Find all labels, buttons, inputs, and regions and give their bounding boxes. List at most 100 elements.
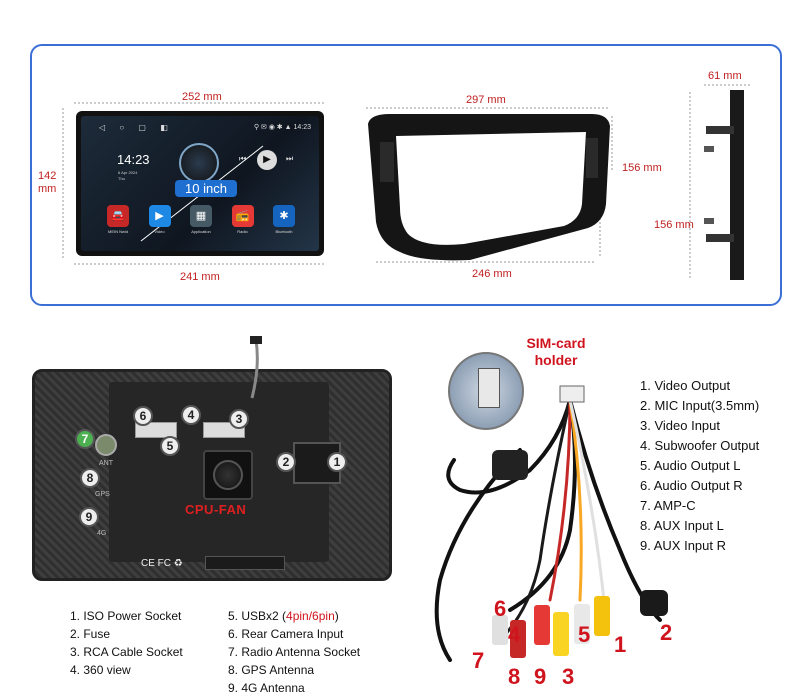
harness-legend-item-5: 5. Audio Output L — [640, 458, 741, 473]
side-depth-label: 61 mm — [708, 70, 742, 82]
rca-plug-yellow-1 — [553, 612, 569, 656]
frame-height-label: 156 mm — [622, 162, 662, 174]
app-label: Radio — [237, 229, 248, 234]
marker-2: 2 — [276, 452, 296, 472]
sim-card-holder-photo — [448, 352, 524, 430]
marker-8: 8 — [80, 468, 100, 488]
plug-number-7: 7 — [472, 648, 485, 673]
side-height-label: 156 mm — [654, 219, 694, 231]
sim-card-icon — [478, 368, 500, 408]
back-panel-legend-item-b-2: 7. Radio Antenna Socket — [228, 645, 361, 659]
plug-number-2: 2 — [660, 620, 673, 645]
rca-plug-red-1 — [510, 620, 526, 658]
app-tile[interactable]: 📻 Radio — [226, 205, 260, 241]
app-tile[interactable]: ✱ Bluetooth — [267, 205, 301, 241]
rca-plug-red-2 — [534, 605, 550, 645]
fan-icon — [213, 460, 243, 490]
cpu-fan — [203, 450, 253, 500]
harness-legend-item-1: 1. Video Output — [640, 378, 731, 393]
next-icon[interactable]: ⏭ — [286, 154, 294, 163]
sim-label-line2: holder — [534, 352, 578, 368]
app-tile[interactable]: 🚘 MEIN Nwld — [101, 205, 135, 241]
screen-display: ◁ ○ ▢ ◧ ⚲ ✉ ◉ ✱ ▲ 14:23 14:23 6 Apr 2024… — [81, 116, 319, 251]
plug-number-1: 1 — [614, 632, 627, 657]
marker-4: 4 — [181, 405, 201, 425]
frame-width-bottom-label: 246 mm — [472, 268, 512, 280]
back-panel-legend-item-b-3: 8. GPS Antenna — [228, 663, 315, 677]
g4-label: 4G — [97, 530, 107, 537]
harness-legend-item-7: 7. AMP-C — [640, 498, 696, 513]
app-label: MEIN Nwld — [107, 229, 128, 234]
legend-item-5-suffix: ) — [334, 609, 339, 623]
sim-card-holder-label: SIM-card holder — [524, 335, 588, 369]
plug-number-3: 3 — [562, 664, 575, 689]
nav-bar-icons: ◁ ○ ▢ ◧ — [99, 123, 174, 132]
plug-number-9: 9 — [534, 664, 547, 689]
screen-height-label: 142 mm — [38, 170, 57, 195]
screen-width-top-label: 252 mm — [182, 91, 222, 103]
cpu-fan-label: CPU-FAN — [185, 502, 247, 517]
mic-jack — [640, 590, 668, 616]
back-panel-legend-item-2: 2. Fuse — [70, 627, 111, 641]
plug-number-4: 4 — [508, 622, 521, 647]
mounting-frame — [368, 114, 610, 261]
grid-icon: ▦ — [190, 205, 212, 227]
harness-legend-item-9: 9. AUX Input R — [640, 538, 726, 553]
rca-plug-yellow-2 — [594, 596, 610, 636]
marker-6: 6 — [133, 406, 153, 426]
back-panel-legend-item-4: 4. 360 view — [70, 663, 131, 677]
date-line2: Thu — [118, 176, 125, 181]
harness-legend: 1. Video Output 2. MIC Input(3.5mm) 3. Vid… — [640, 376, 759, 556]
marker-7: 7 — [75, 429, 95, 449]
previous-icon[interactable]: ⏮ — [239, 154, 247, 163]
legend-item-5: 5. USBx2 (4pin/6pin) — [228, 607, 360, 625]
rca-plug-white-2 — [574, 604, 590, 644]
harness-connector — [559, 385, 585, 403]
app-label: Video — [154, 229, 165, 234]
radio-icon: 📻 — [231, 205, 254, 227]
back-panel-legend-item-b-4: 9. 4G Antenna — [228, 681, 305, 695]
play-icon[interactable]: ▶ — [257, 150, 277, 170]
app-tile[interactable]: ▶ Video — [143, 205, 177, 241]
rca-plug-white-1 — [492, 615, 508, 645]
back-panel-legend-item-1: 1. ISO Power Socket — [70, 609, 182, 623]
legend-item-5-prefix: 5. USBx2 ( — [228, 609, 287, 623]
marker-9: 9 — [79, 507, 99, 527]
speedometer-gauge — [179, 143, 219, 183]
frame-width-top-label: 297 mm — [466, 94, 506, 106]
ferrite-core — [492, 450, 528, 480]
gps-label: GPS — [95, 491, 110, 498]
video-icon: ▶ — [148, 205, 171, 227]
app-label: Bluetooth — [275, 229, 293, 234]
antenna-wire — [250, 336, 262, 399]
app-tile[interactable]: ▦ Application — [184, 205, 218, 241]
side-profile — [704, 90, 744, 280]
back-panel-legend-col2: 5. USBx2 (4pin/6pin) 6. Rear Camera Inpu… — [228, 607, 360, 697]
harness-legend-item-6: 6. Audio Output R — [640, 478, 743, 493]
screen-width-bottom-label: 241 mm — [180, 271, 220, 283]
serial-sticker — [205, 556, 285, 570]
marker-5: 5 — [160, 436, 180, 456]
ant-label: ANT — [99, 460, 113, 467]
date-line1: 6 Apr 2024 — [118, 170, 138, 175]
app-label: Application — [191, 229, 211, 234]
usb-connector-6pin — [135, 422, 177, 438]
plug-number-6: 6 — [494, 596, 507, 621]
marker-3: 3 — [229, 409, 249, 429]
back-panel-legend-item-b-1: 6. Rear Camera Input — [228, 627, 344, 641]
harness-legend-item-2: 2. MIC Input(3.5mm) — [640, 398, 760, 413]
plug-number-5: 5 — [578, 622, 591, 647]
harness-legend-item-3: 3. Video Input — [640, 418, 720, 433]
legend-item-5-highlight: 4pin/6pin — [286, 609, 335, 623]
sim-label-line1: SIM-card — [526, 335, 586, 351]
bluetooth-icon: ✱ — [273, 205, 295, 227]
certification-marks: CE FC ♻ — [141, 558, 183, 569]
status-bar-icons: ⚲ ✉ ◉ ✱ ▲ 14:23 — [253, 124, 311, 131]
harness-legend-item-4: 4. Subwoofer Output — [640, 438, 760, 453]
car-icon: 🚘 — [107, 205, 129, 227]
app-dock: 🚘 MEIN Nwld ▶ Video ▦ Application 📻 Radio ✱ Bluet… — [101, 205, 301, 241]
marker-1: 1 — [327, 452, 347, 472]
radio-antenna-socket — [95, 434, 117, 456]
back-panel-legend-item-3: 3. RCA Cable Socket — [70, 645, 183, 659]
